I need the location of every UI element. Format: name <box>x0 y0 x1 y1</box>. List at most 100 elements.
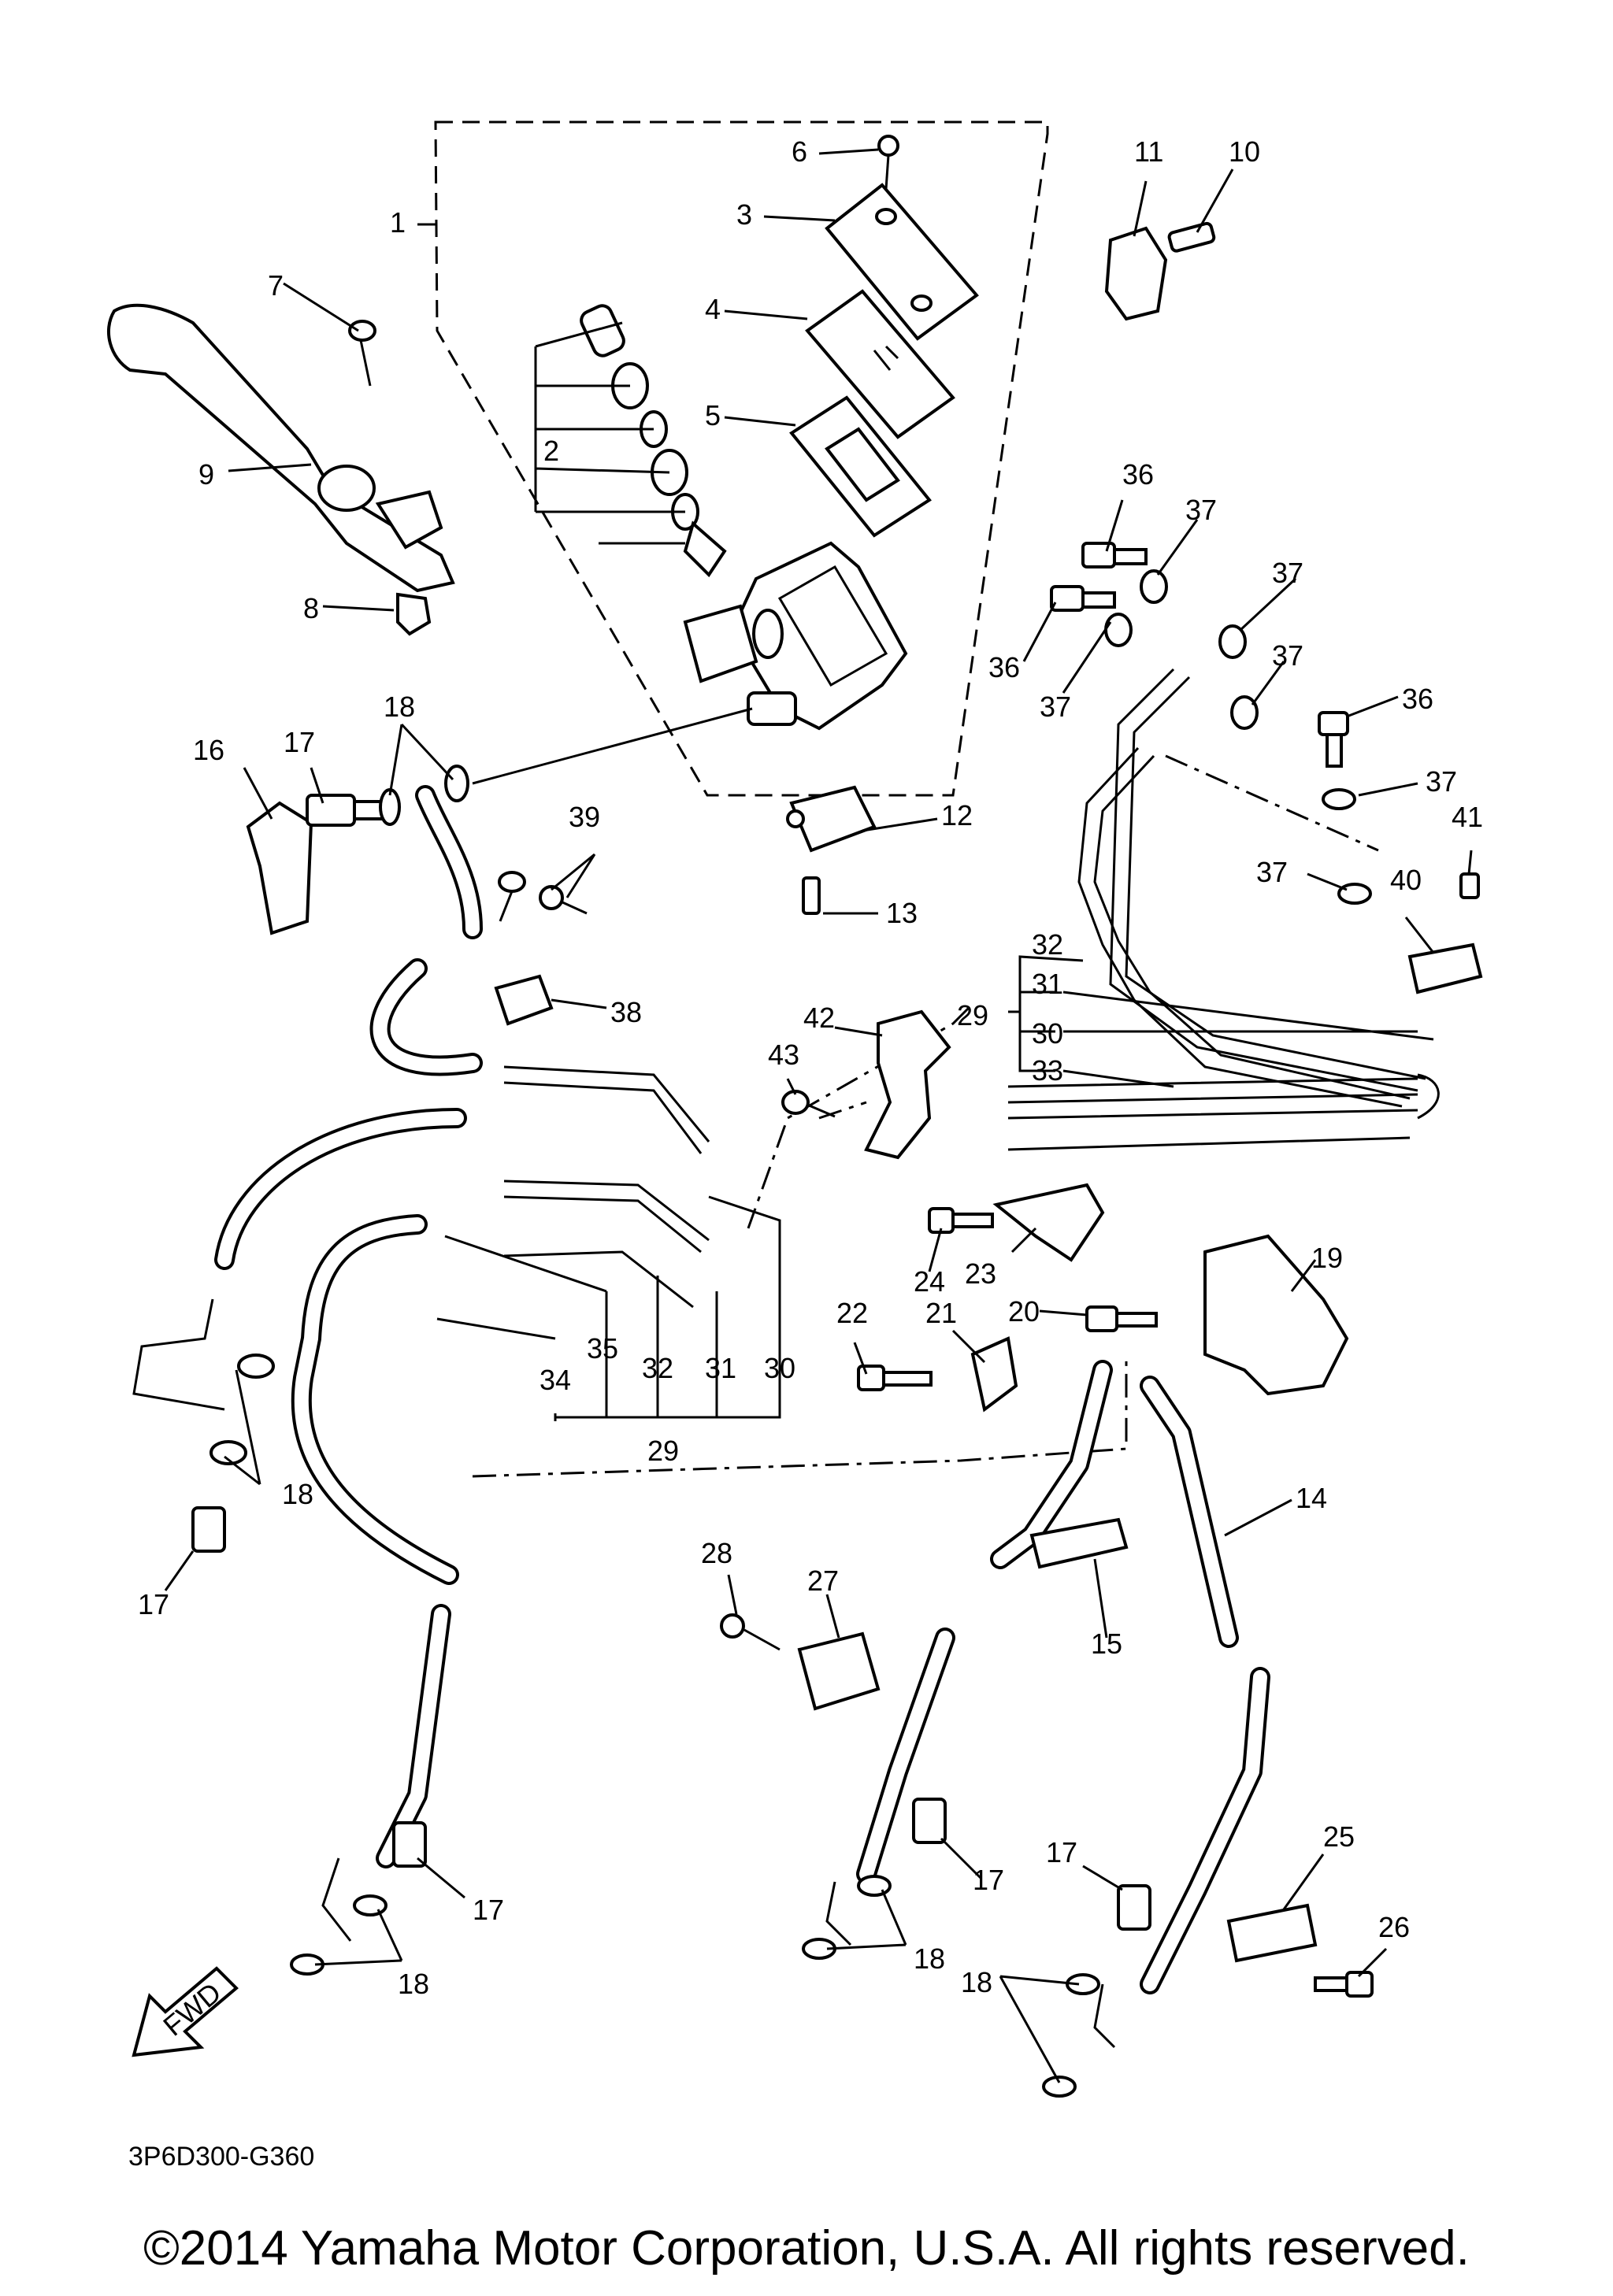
clamp-15 <box>1029 1517 1129 1569</box>
callout-16: 16 <box>193 734 224 766</box>
callout-37f: 37 <box>1256 856 1288 888</box>
brake-hose-upper <box>369 785 483 1076</box>
callout-8: 8 <box>303 592 319 624</box>
brake-pipes <box>503 1065 710 1309</box>
callout-37c: 37 <box>1272 639 1303 672</box>
callout-24: 24 <box>914 1265 945 1298</box>
clamp-27 <box>797 1631 881 1711</box>
screws-39 <box>498 871 588 922</box>
callout-36b: 36 <box>988 651 1020 683</box>
callout-3: 3 <box>736 198 752 231</box>
brake-pipes-right <box>1007 668 1440 1151</box>
cap-16 <box>246 801 313 935</box>
bracket-42 <box>864 1009 951 1160</box>
callout-27: 27 <box>807 1565 839 1597</box>
callout-22: 22 <box>836 1297 868 1329</box>
callout-9: 9 <box>198 458 214 491</box>
callout-4: 4 <box>705 293 721 325</box>
callout-6: 6 <box>792 135 807 168</box>
callout-23: 23 <box>965 1257 996 1290</box>
callout-18d: 18 <box>914 1942 945 1975</box>
leader-lines <box>164 148 1473 2083</box>
callout-40: 40 <box>1390 864 1422 896</box>
clamp-38 <box>494 974 554 1026</box>
callout-35: 35 <box>587 1332 618 1365</box>
bolt-24 <box>928 1207 994 1234</box>
banjo-bolt-17-top <box>306 794 391 827</box>
diaphragm <box>789 395 932 538</box>
callout-30b: 30 <box>764 1352 795 1384</box>
washers-37 <box>1104 569 1372 905</box>
brake-hose-14 <box>1093 1376 1270 2049</box>
callout-32a: 32 <box>1032 928 1063 961</box>
callout-36c: 36 <box>1402 683 1433 715</box>
callout-18a: 18 <box>384 691 415 723</box>
bolt-22 <box>857 1365 933 1391</box>
callout-18b: 18 <box>282 1478 313 1510</box>
callout-37d: 37 <box>1040 691 1071 723</box>
washers-18-top <box>379 765 469 826</box>
callout-33: 33 <box>1032 1054 1063 1087</box>
callout-17d: 17 <box>973 1864 1004 1896</box>
callout-18e: 18 <box>961 1966 992 1998</box>
callout-38: 38 <box>610 996 642 1028</box>
callout-32b: 32 <box>642 1352 673 1384</box>
diagram-code: 3P6D300-G360 <box>128 2142 314 2172</box>
bolt-43 <box>781 1090 836 1118</box>
callout-42: 42 <box>803 1002 835 1034</box>
callout-34: 34 <box>540 1364 571 1396</box>
callout-17b: 17 <box>138 1588 169 1620</box>
callout-15: 15 <box>1091 1628 1122 1660</box>
callout-30a: 30 <box>1032 1017 1063 1050</box>
guide-23 <box>992 1183 1105 1262</box>
callout-19: 19 <box>1311 1242 1343 1274</box>
callout-41: 41 <box>1452 801 1483 833</box>
callout-17c: 17 <box>473 1894 504 1926</box>
callout-14: 14 <box>1296 1482 1327 1514</box>
callout-26: 26 <box>1378 1911 1410 1943</box>
screw-13 <box>802 876 821 915</box>
callout-36a: 36 <box>1122 458 1154 491</box>
guide-21 <box>970 1336 1018 1413</box>
callout-31b: 31 <box>705 1352 736 1384</box>
diaphragm-plate <box>805 289 955 439</box>
callout-29a: 29 <box>957 999 988 1031</box>
piston-kit <box>534 304 727 578</box>
joint-bracket-19 <box>1203 1234 1349 1396</box>
brake-switch <box>786 785 877 853</box>
callout-43: 43 <box>768 1039 799 1071</box>
assembly-boundary <box>434 120 1049 797</box>
callout-37b: 37 <box>1272 557 1303 589</box>
banjo-bolts-17 <box>191 1506 1151 1931</box>
callout-12: 12 <box>941 799 973 831</box>
callout-21: 21 <box>925 1297 957 1329</box>
holder-11 <box>1104 226 1168 321</box>
callout-28: 28 <box>701 1537 732 1569</box>
callout-20: 20 <box>1008 1295 1040 1328</box>
callout-37e: 37 <box>1426 765 1457 798</box>
nut-8 <box>396 592 432 636</box>
brake-hose-right <box>825 1360 1113 1946</box>
copyright-notice: ©2014 Yamaha Motor Corporation, U.S.A. A… <box>143 2221 1470 2276</box>
lever-bolt-7 <box>348 320 376 387</box>
bolt-20 <box>1085 1305 1158 1332</box>
callout-31a: 31 <box>1032 968 1063 1000</box>
reservoir-cap <box>825 183 979 341</box>
callout-1: 1 <box>390 206 406 239</box>
bolt-28 <box>720 1613 781 1651</box>
fwd-arrow-icon: FWD <box>132 1966 239 2057</box>
callout-7: 7 <box>268 269 284 302</box>
callout-5: 5 <box>705 399 721 431</box>
master-cylinder-body <box>683 541 908 731</box>
callout-labels: 1 2 3 4 5 6 7 8 9 10 11 12 13 14 15 16 1… <box>138 135 1483 2000</box>
bolt-10 <box>1167 221 1216 253</box>
callout-10: 10 <box>1229 135 1260 168</box>
clamp-25 <box>1226 1903 1318 1963</box>
brake-lever <box>106 303 455 593</box>
brake-hose-mid <box>132 1108 467 1411</box>
callout-17a: 17 <box>284 726 315 758</box>
callout-13: 13 <box>886 897 918 929</box>
callout-11: 11 <box>1134 135 1163 168</box>
callout-18c: 18 <box>398 1968 429 2000</box>
